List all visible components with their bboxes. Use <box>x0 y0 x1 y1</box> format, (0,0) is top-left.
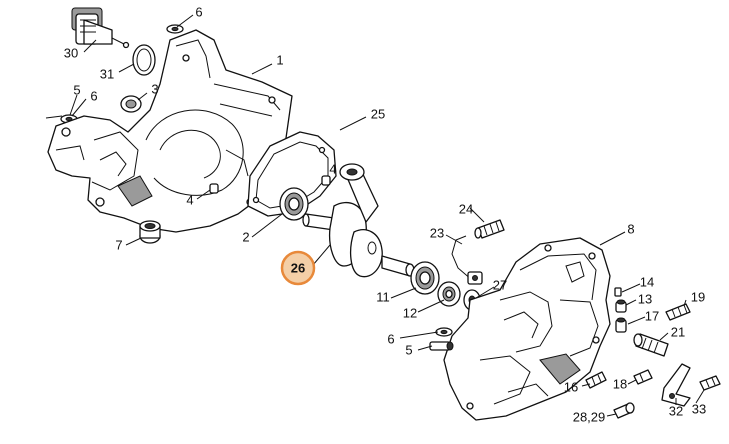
label-5-bottom: 5 <box>405 342 412 357</box>
label-27: 27 <box>493 277 507 292</box>
label-23: 23 <box>430 225 444 240</box>
part-21-bolt <box>633 333 669 357</box>
label-25: 25 <box>371 106 385 121</box>
part-12-seal <box>437 281 461 307</box>
part-labels: 6 30 31 1 3 5 6 25 4 4 2 7 24 8 23 27 14… <box>64 4 706 424</box>
part-1-crankcase-left <box>47 29 293 233</box>
part-11-bearing <box>410 261 440 295</box>
label-24: 24 <box>459 201 473 216</box>
callout-26[interactable]: 26 <box>280 250 316 286</box>
label-13: 13 <box>638 291 652 306</box>
part-14-pin <box>614 287 622 297</box>
label-11: 11 <box>376 289 390 304</box>
label-2: 2 <box>242 229 249 244</box>
part-32-bracket <box>661 363 691 407</box>
label-4-b: 4 <box>329 161 336 176</box>
part-24-fitting <box>474 219 505 239</box>
part-16-screw <box>585 371 607 389</box>
part-2-bearing <box>279 187 309 221</box>
part-5-screw-bottom <box>429 341 454 351</box>
label-12: 12 <box>403 305 417 320</box>
part-3-seal <box>120 95 142 113</box>
part-6-washer-bottom <box>435 327 453 337</box>
part-4-dowel-a <box>209 183 219 194</box>
part-4-dowel-b <box>321 175 331 186</box>
part-30-assembly <box>71 7 130 49</box>
label-4-a: 4 <box>186 192 193 207</box>
label-21: 21 <box>671 324 685 339</box>
part-8-crankcase-right <box>443 237 611 421</box>
part-18-screw <box>633 369 653 385</box>
label-30: 30 <box>64 45 78 60</box>
part-19-screw <box>665 303 691 321</box>
label-16: 16 <box>564 379 578 394</box>
part-7-sleeve <box>139 220 161 244</box>
label-14: 14 <box>640 274 654 289</box>
leader-lines <box>69 14 705 417</box>
part-28-29-screw <box>613 402 635 419</box>
label-19: 19 <box>691 289 705 304</box>
label-33: 33 <box>692 401 706 416</box>
label-5-top: 5 <box>73 82 80 97</box>
label-17: 17 <box>645 308 659 323</box>
label-6-bottom: 6 <box>387 331 394 346</box>
label-6-top: 6 <box>195 4 202 19</box>
part-13-sleeve <box>615 299 627 313</box>
label-28-29: 28,29 <box>573 409 606 424</box>
part-26-crankshaft <box>302 163 415 278</box>
callout-26-ring[interactable] <box>280 250 316 286</box>
part-33-screw <box>699 375 721 391</box>
label-31: 31 <box>100 66 114 81</box>
label-3: 3 <box>151 81 158 96</box>
label-8: 8 <box>627 221 634 236</box>
part-23-oil-line <box>451 235 483 285</box>
label-6-left: 6 <box>90 88 97 103</box>
part-31-ring <box>132 44 156 76</box>
label-7: 7 <box>115 237 122 252</box>
label-1: 1 <box>276 52 283 67</box>
part-6-washer-top <box>166 24 184 34</box>
label-18: 18 <box>613 376 627 391</box>
callout-26-label: 26 <box>291 260 305 275</box>
part-17-sleeve <box>615 317 627 333</box>
part-5-screw-top <box>45 115 63 119</box>
label-32: 32 <box>669 403 683 418</box>
